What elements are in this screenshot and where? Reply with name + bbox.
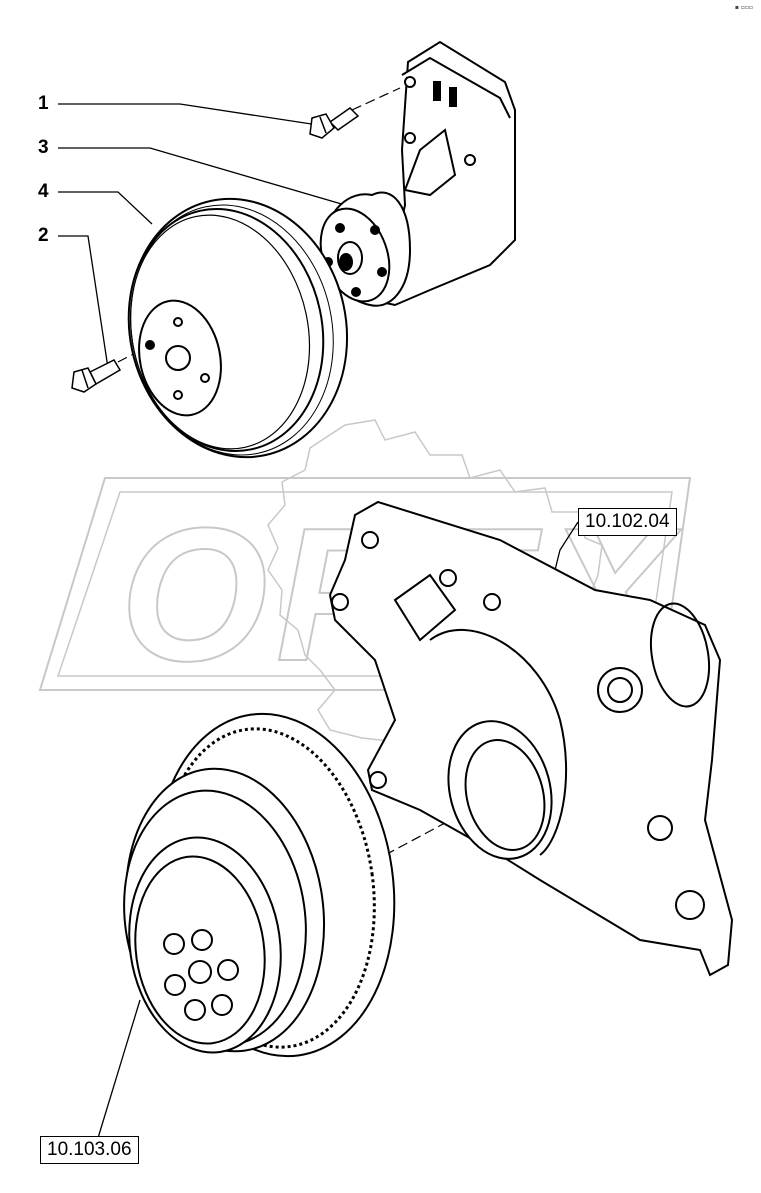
leader-1 xyxy=(58,103,319,126)
callout-3: 3 xyxy=(38,137,49,158)
leader-3 xyxy=(58,147,346,206)
timing-cover xyxy=(328,500,734,977)
callout-1: 1 xyxy=(38,93,49,114)
ref-timing-cover: 10.102.04 xyxy=(578,508,677,536)
leader-2 xyxy=(58,235,109,369)
crankshaft-damper xyxy=(123,712,396,1058)
bolt-2 xyxy=(71,359,122,393)
leader-ref-damper xyxy=(97,999,141,1139)
pulley-part-4 xyxy=(127,197,349,459)
leader-4 xyxy=(58,191,153,225)
water-pump-part-3 xyxy=(319,40,516,307)
callout-2: 2 xyxy=(38,225,49,246)
bolt-1 xyxy=(309,107,360,139)
ref-damper: 10.103.06 xyxy=(40,1136,139,1164)
corner-mark: ▪ ▫▫▫ xyxy=(734,4,753,11)
callout-4: 4 xyxy=(38,181,49,202)
leader-lines xyxy=(58,103,579,1139)
